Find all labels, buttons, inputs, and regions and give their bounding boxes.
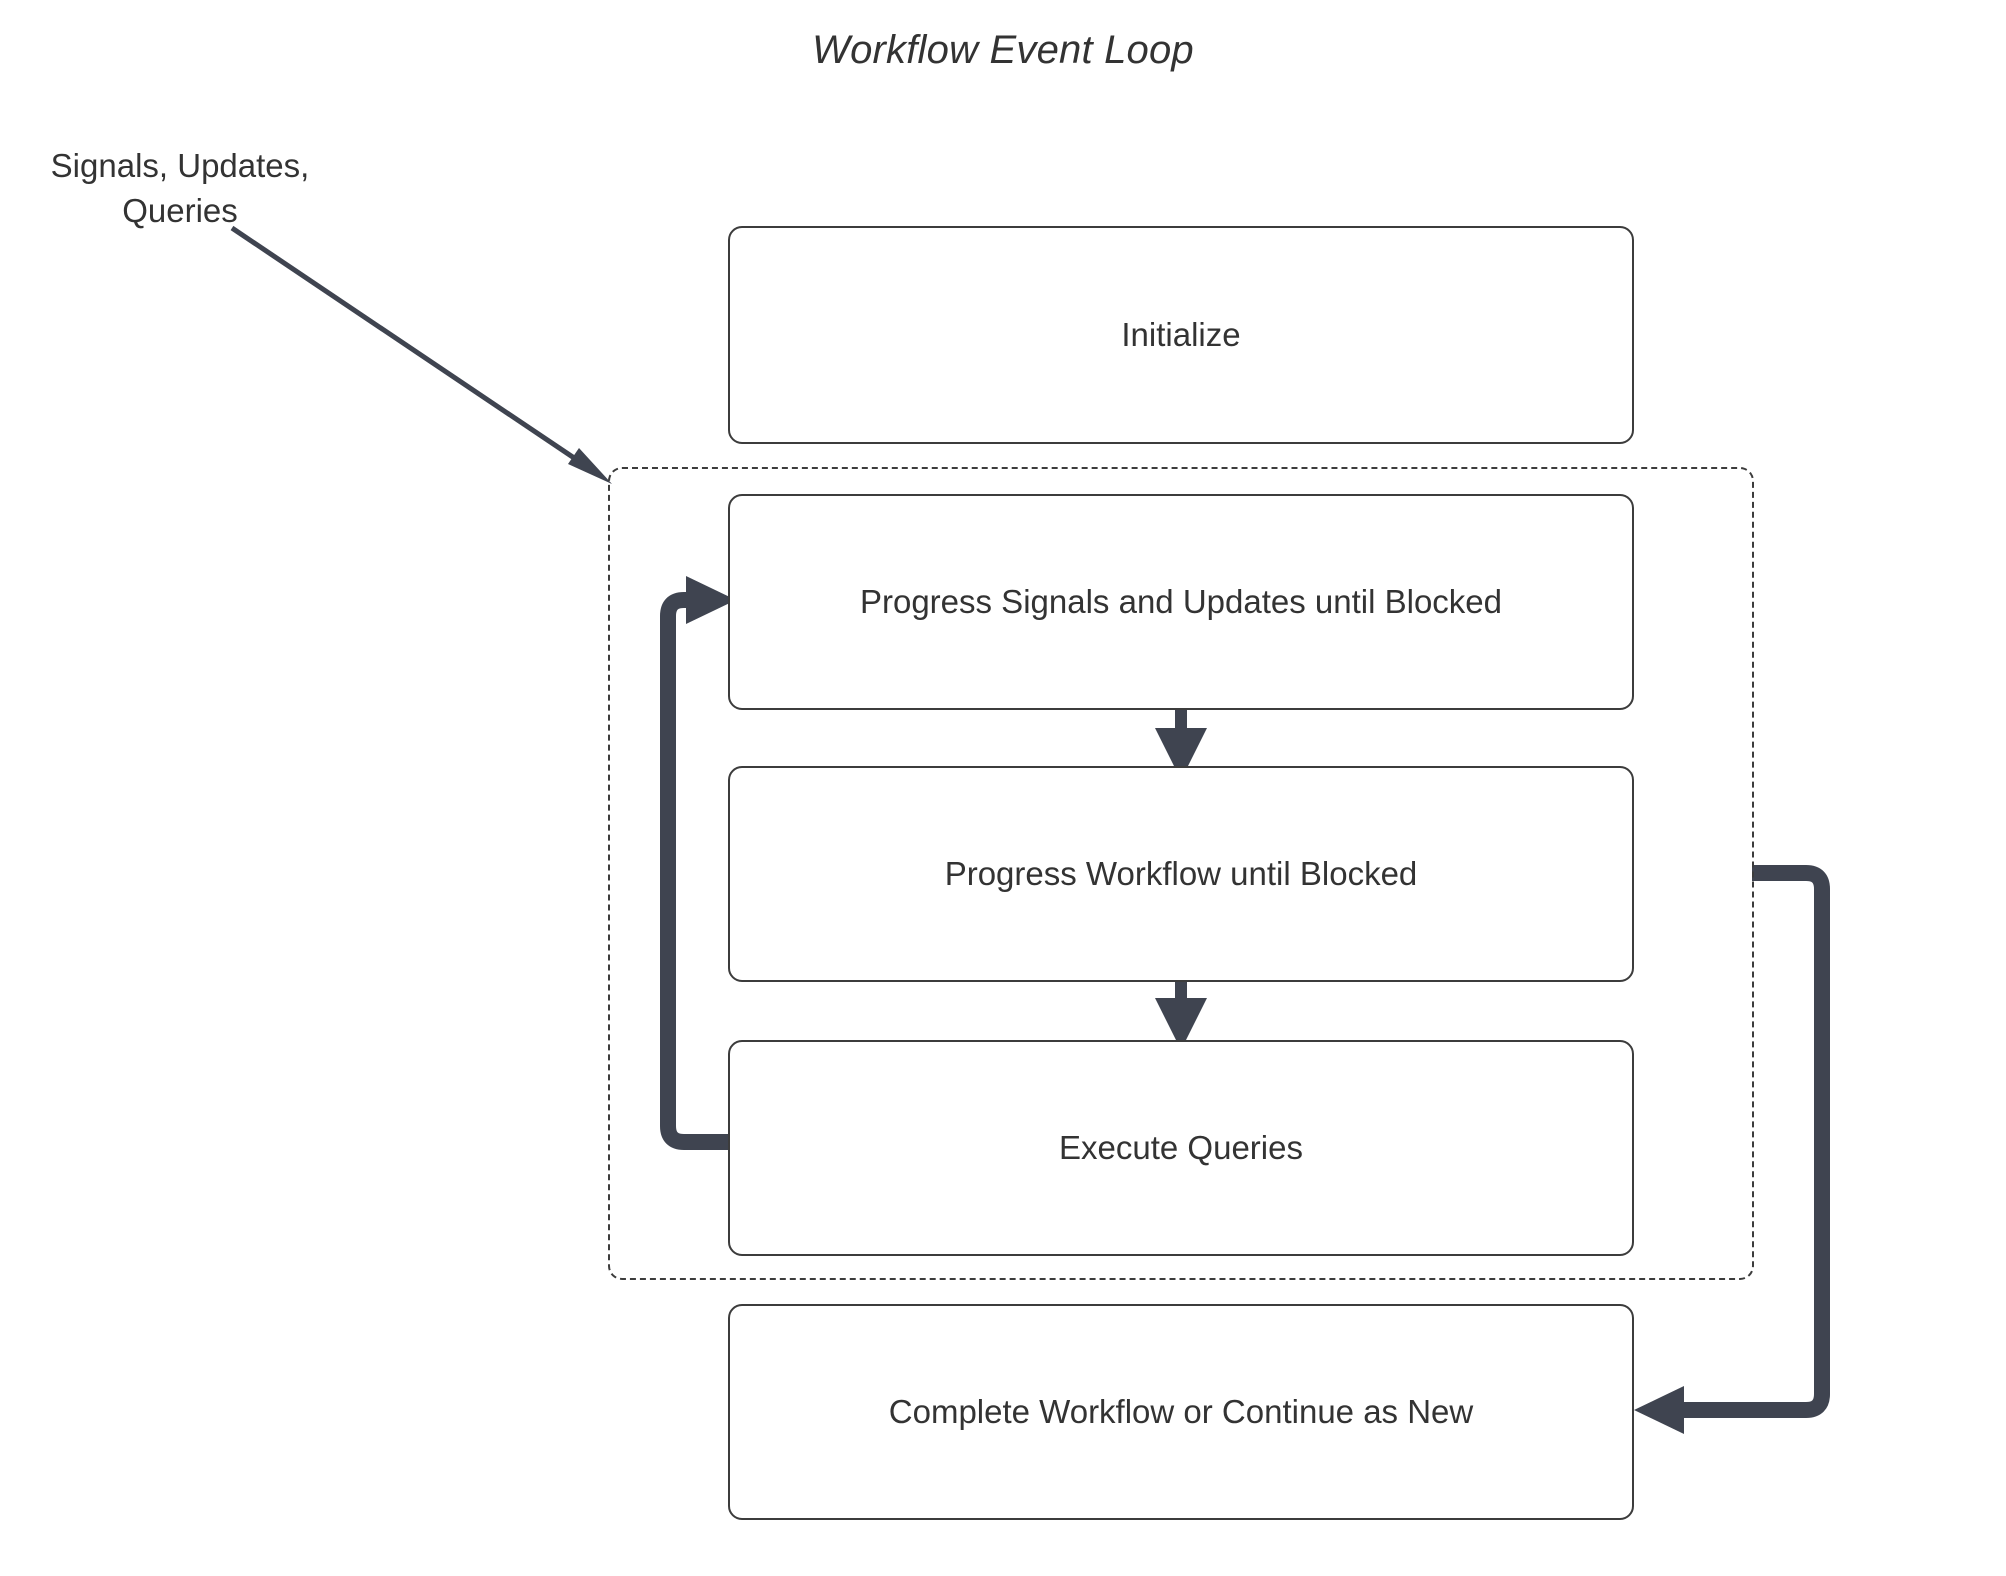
node-progress-signals[interactable]: Progress Signals and Updates until Block… [728,494,1634,710]
event-loop-dashed-container [608,467,1754,1280]
page-title: Workflow Event Loop [812,28,1194,72]
node-initialize[interactable]: Initialize [728,226,1634,444]
node-progress-workflow[interactable]: Progress Workflow until Blocked [728,766,1634,982]
edge-signals-in [230,225,612,484]
node-progress-signals-label: Progress Signals and Updates until Block… [859,583,1503,620]
node-execute-queries-label: Execute Queries [1059,1129,1303,1166]
external-input-label: Signals, Updates, Queries [50,147,310,229]
node-complete-workflow-label: Complete Workflow or Continue as New [888,1393,1474,1430]
node-progress-workflow-label: Progress Workflow until Blocked [944,855,1418,892]
node-execute-queries[interactable]: Execute Queries [728,1040,1634,1256]
node-initialize-label: Initialize [1121,316,1241,353]
node-complete-workflow[interactable]: Complete Workflow or Continue as New [728,1304,1634,1520]
